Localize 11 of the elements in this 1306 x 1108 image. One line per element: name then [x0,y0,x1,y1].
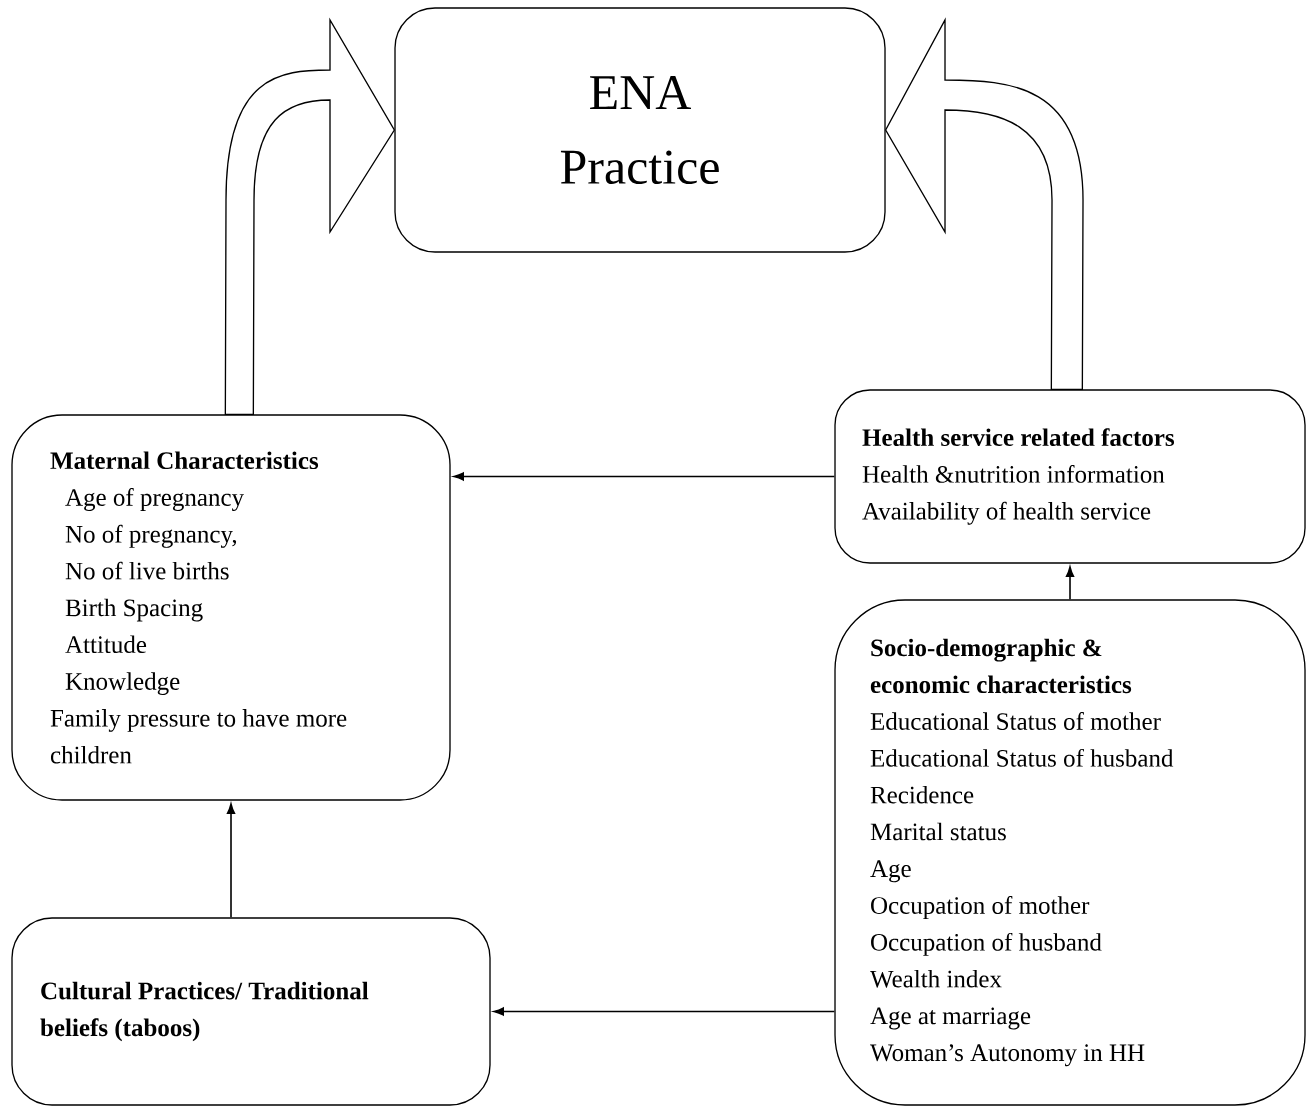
arrow [226,803,236,919]
rounded-box: Cultural Practices/ Traditional beliefs (taboos) [11,917,491,1106]
arrow [1065,566,1075,601]
rounded-box: Health service related factors Health &nutrition information Availability of health service [834,389,1306,564]
block-arrow [224,19,395,415]
rounded-box: Maternal Characteristics Age of pregnancy No of pregnancy, No of live births Birth Spacing Attitude Knowledge Family pressure to have more children [11,414,451,801]
arrow [453,472,836,481]
rounded-box: ENA Practice [394,7,886,253]
arrow [493,1007,836,1016]
block-arrow [885,19,1084,390]
rounded-box: Socio-demographic & economic characteristics Educational Status of mother Educational Status of husband Recidence Marital status Age Occupation of mother Occupation of husband Wealth index Age at marriage Woman’s Autonomy in HH [834,599,1306,1106]
